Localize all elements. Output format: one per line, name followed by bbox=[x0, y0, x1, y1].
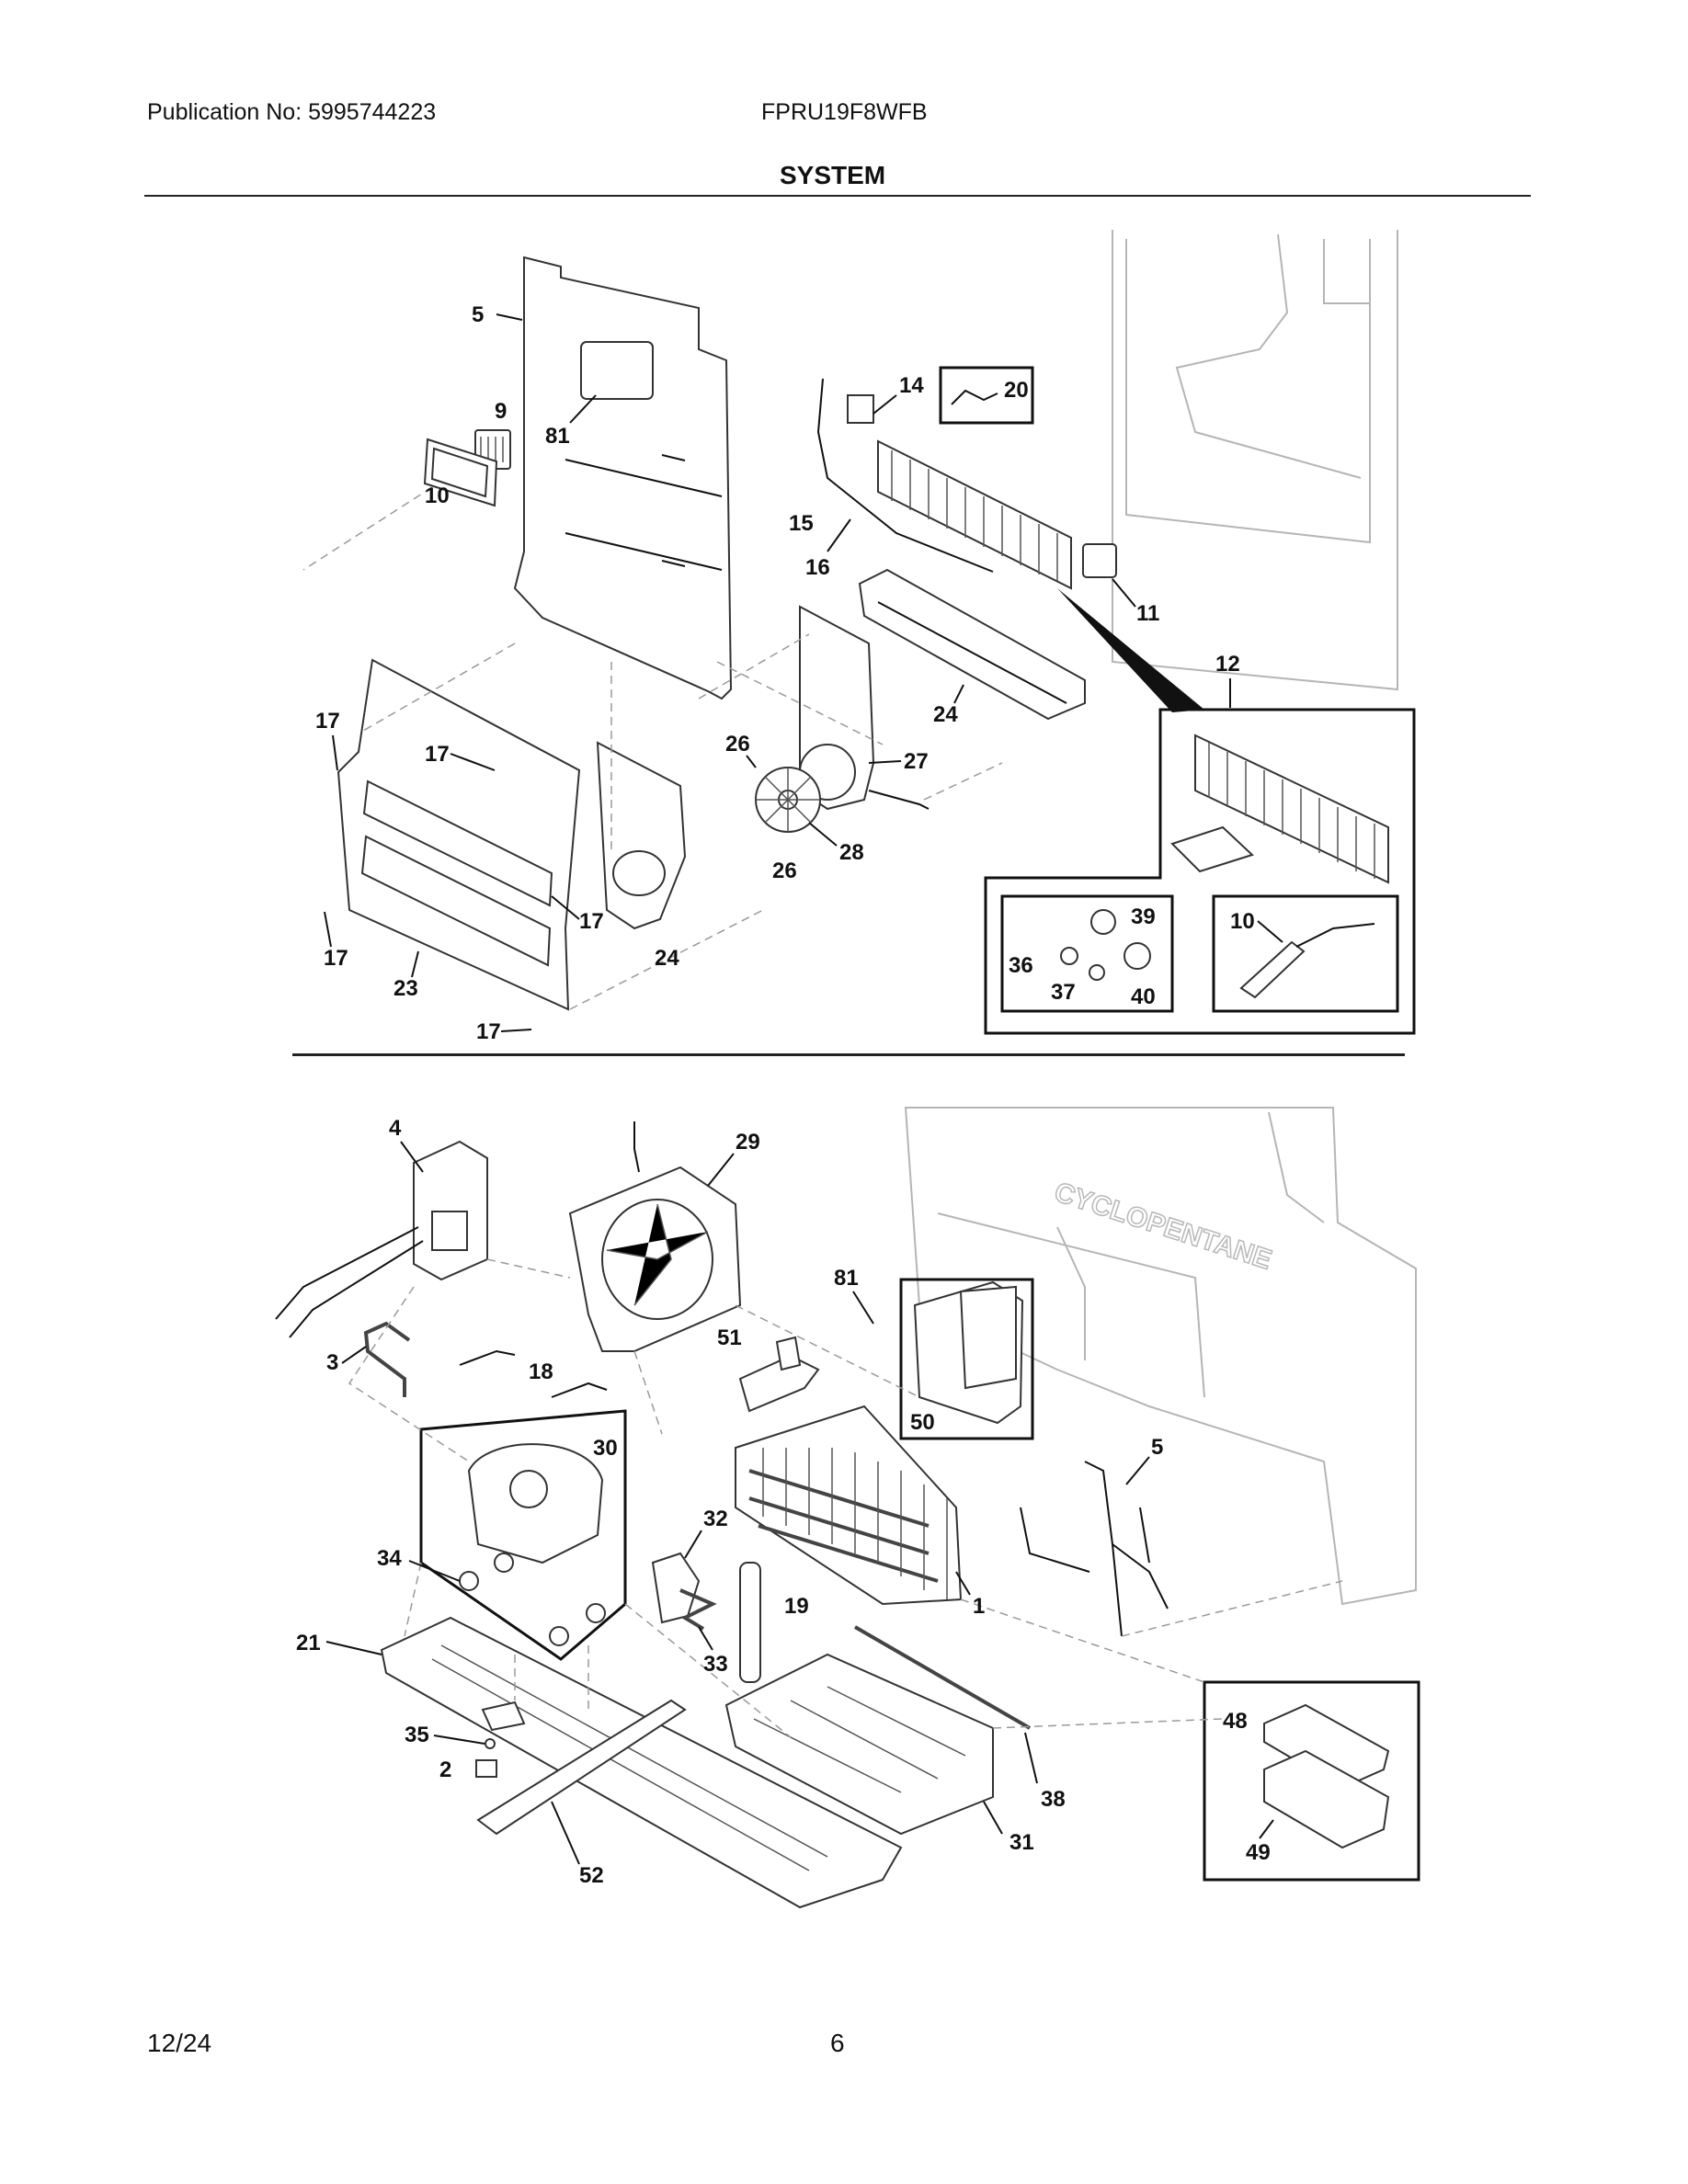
loop-clamps bbox=[459, 1349, 608, 1398]
evaporator-detail-box bbox=[984, 588, 1416, 1035]
box-10 bbox=[1212, 894, 1399, 1013]
callout-35: 38 bbox=[1041, 1787, 1066, 1812]
evaporator-cover-panel bbox=[513, 256, 733, 700]
callout-38: 37 bbox=[1051, 980, 1076, 1005]
control-box bbox=[275, 1140, 488, 1338]
support-rail bbox=[476, 1699, 687, 1836]
callout-21: 20 bbox=[1004, 378, 1029, 403]
callout-27: 27 bbox=[904, 749, 929, 774]
callout-17d: 17 bbox=[324, 946, 348, 971]
callout-20: 24 bbox=[933, 702, 958, 727]
callout-52: 52 bbox=[579, 1863, 604, 1888]
callout-26a: 26 bbox=[725, 732, 750, 756]
callout-6: 5 bbox=[472, 302, 484, 327]
publication-number: Publication No: 5995744223 bbox=[147, 99, 437, 125]
callout-12: 11 bbox=[1136, 601, 1159, 626]
drain-hose bbox=[739, 1562, 761, 1683]
callout-33: 33 bbox=[703, 1652, 728, 1677]
callout-8: 9 bbox=[495, 399, 507, 424]
callout-36: 35 bbox=[405, 1723, 429, 1747]
callout-10: 10 bbox=[1230, 909, 1255, 934]
callout-17c: 17 bbox=[579, 909, 604, 934]
callout-39: 39 bbox=[1131, 904, 1156, 929]
callout-4: 4 bbox=[389, 1116, 402, 1141]
callout-34: 34 bbox=[377, 1546, 402, 1571]
callout-40: 40 bbox=[1131, 984, 1156, 1009]
condenser-coil bbox=[735, 1405, 963, 1606]
filter-box bbox=[1203, 1680, 1420, 1882]
mounting-bracket bbox=[651, 1552, 701, 1624]
cyclopentane-watermark: CYCLOPENTANE bbox=[1051, 1177, 1275, 1275]
callout-26b: 26 bbox=[772, 859, 797, 883]
main-wiring-harness bbox=[1020, 1461, 1169, 1637]
evaporator-fan-blade bbox=[755, 767, 821, 833]
callout-2: 2 bbox=[439, 1757, 451, 1782]
callout-17b: 17 bbox=[425, 742, 450, 767]
model-number: FPRU19F8WFB bbox=[761, 99, 928, 125]
section-title: SYSTEM bbox=[780, 161, 886, 189]
callout-31: 31 bbox=[1009, 1830, 1034, 1855]
callout-49: 49 bbox=[1246, 1840, 1271, 1865]
control-board-box bbox=[899, 1278, 1034, 1440]
condenser-tube bbox=[363, 1321, 411, 1397]
box-21 bbox=[939, 366, 1034, 425]
callout-18: 18 bbox=[529, 1359, 553, 1384]
drain-pan bbox=[724, 1653, 994, 1836]
callout-50: 50 bbox=[910, 1410, 935, 1435]
clip bbox=[475, 1759, 497, 1778]
compressor-base-plate bbox=[380, 1616, 903, 1909]
drain-valve bbox=[738, 1336, 820, 1413]
drain-trough bbox=[858, 568, 1086, 721]
callout-23: 23 bbox=[393, 976, 418, 1001]
callout-81: 81 bbox=[545, 424, 570, 449]
drain-rod bbox=[853, 1625, 1032, 1730]
callout-81b: 81 bbox=[834, 1266, 859, 1291]
callout-29: 29 bbox=[736, 1130, 760, 1155]
callout-5: 5 bbox=[1151, 1435, 1163, 1460]
condenser-fan-assembly bbox=[568, 1121, 742, 1352]
assembly-lines-bottom bbox=[348, 1258, 1343, 1738]
callout-15: 15 bbox=[789, 511, 814, 536]
wire-harness-21 bbox=[951, 389, 998, 405]
callout-48: 48 bbox=[1223, 1709, 1248, 1734]
callout-17e: 17 bbox=[476, 1019, 501, 1044]
page-number: 6 bbox=[830, 2029, 845, 2057]
callout-9: 10 bbox=[425, 483, 450, 508]
vent-frame bbox=[423, 438, 498, 507]
callout-1: 1 bbox=[973, 1594, 985, 1619]
callout-37: 36 bbox=[1009, 953, 1033, 978]
cabinet-outline-top bbox=[1112, 230, 1398, 691]
compressor-box bbox=[419, 1409, 627, 1661]
header-rule bbox=[144, 195, 1531, 197]
screw-36 bbox=[485, 1738, 496, 1749]
footer-date: 12/24 bbox=[147, 2029, 212, 2057]
box-37-40 bbox=[1000, 894, 1174, 1013]
callout-30: 30 bbox=[593, 1436, 618, 1461]
fan-shroud bbox=[596, 741, 687, 930]
callout-3: 3 bbox=[326, 1350, 338, 1375]
callout-11: 12 bbox=[1215, 652, 1240, 677]
grommet-set bbox=[1060, 909, 1151, 981]
angle-bracket bbox=[679, 1588, 717, 1631]
callout-24: 24 bbox=[655, 946, 679, 971]
section-divider bbox=[292, 1053, 1405, 1056]
callout-22: 21 bbox=[296, 1631, 321, 1655]
callout-28: 28 bbox=[839, 840, 864, 865]
thermistor-connector bbox=[1082, 543, 1117, 578]
defrost-heater-harness bbox=[816, 378, 994, 573]
evaporator-coil-top bbox=[877, 439, 1072, 590]
callout-19: 19 bbox=[784, 1594, 809, 1619]
evaporator-rear-panel bbox=[336, 658, 581, 1011]
assembly-lines-top bbox=[302, 486, 1003, 1010]
callout-14: 14 bbox=[899, 373, 924, 398]
callout-17a: 17 bbox=[315, 709, 340, 734]
callout-51: 51 bbox=[717, 1325, 742, 1350]
callout-32: 32 bbox=[703, 1507, 728, 1531]
callout-labels: 5 9 81 10 14 20 15 16 11 12 24 17 17 26 … bbox=[296, 302, 1283, 1888]
callout-16: 16 bbox=[805, 555, 830, 580]
temperature-sensor bbox=[1239, 923, 1375, 999]
